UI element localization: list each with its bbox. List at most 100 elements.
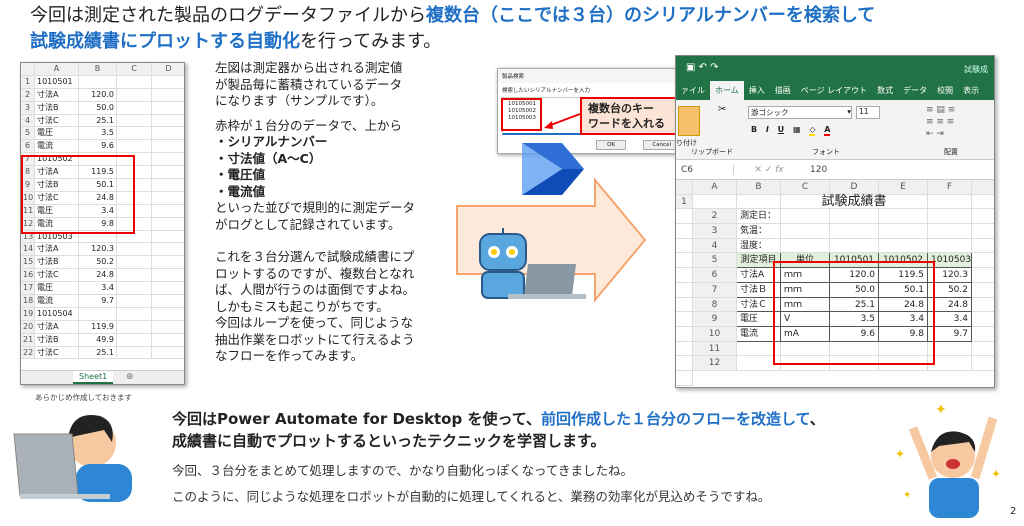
cell[interactable] (676, 312, 693, 327)
row-header[interactable]: 2 (21, 88, 35, 102)
table-cell[interactable]: 24.8 (928, 297, 972, 313)
column-header[interactable]: C (781, 180, 830, 195)
cell[interactable] (152, 179, 184, 192)
row-header[interactable]: 15 (21, 256, 35, 270)
cell[interactable] (79, 307, 117, 321)
cell[interactable]: 電圧 (35, 127, 79, 141)
row-header[interactable]: 5 (21, 127, 35, 141)
cell[interactable]: 3.4 (79, 204, 117, 218)
cell[interactable] (676, 282, 693, 298)
cell[interactable]: 119.5 (79, 166, 117, 180)
cell[interactable] (972, 268, 994, 283)
ok-button[interactable]: OK (596, 140, 626, 150)
cell[interactable]: 120.3 (79, 243, 117, 257)
sheet-tab[interactable]: Sheet1 (73, 371, 114, 384)
table-cell[interactable]: 電流 (737, 326, 781, 342)
cell[interactable] (972, 253, 994, 269)
ribbon-tab[interactable]: 表示 (963, 86, 980, 95)
cell[interactable] (79, 75, 117, 89)
cell[interactable] (152, 89, 184, 102)
cell[interactable] (117, 256, 152, 270)
column-header[interactable]: C (117, 63, 152, 76)
cell[interactable]: 電流 (35, 140, 79, 154)
cell[interactable]: 9.6 (79, 140, 117, 154)
cell[interactable]: 寸法C (35, 346, 79, 360)
cell[interactable] (737, 341, 781, 357)
cell[interactable]: 1010501 (35, 75, 79, 89)
cell[interactable] (676, 326, 693, 342)
cell[interactable] (781, 224, 830, 239)
column-header[interactable]: A (693, 180, 737, 195)
cell[interactable] (781, 341, 830, 357)
cell[interactable] (152, 295, 184, 308)
table-cell[interactable]: 50.0 (830, 282, 879, 298)
row-header[interactable]: 10 (693, 326, 737, 342)
row-header[interactable]: 18 (21, 295, 35, 308)
cell[interactable] (152, 76, 184, 89)
cell[interactable]: 50.1 (79, 179, 117, 192)
cell[interactable] (117, 243, 152, 257)
cell[interactable] (117, 346, 152, 360)
table-cell[interactable]: 3.5 (830, 312, 879, 327)
cell[interactable] (117, 269, 152, 283)
cell[interactable] (928, 356, 972, 371)
cell[interactable] (781, 209, 830, 225)
row-header[interactable]: 16 (21, 269, 35, 283)
cell[interactable] (117, 295, 152, 308)
cell[interactable] (879, 209, 928, 225)
row-header[interactable]: 19 (21, 307, 35, 321)
cell[interactable] (152, 334, 184, 347)
cell[interactable]: 24.8 (79, 269, 117, 283)
cell[interactable]: 3.5 (79, 127, 117, 141)
table-cell[interactable]: mA (781, 326, 830, 342)
cell[interactable]: 寸法B (35, 179, 79, 192)
cell[interactable] (117, 320, 152, 334)
cell[interactable] (972, 224, 994, 239)
cell[interactable]: 50.2 (79, 256, 117, 270)
cell[interactable] (152, 127, 184, 141)
cell[interactable] (676, 253, 693, 269)
cell[interactable] (676, 224, 693, 239)
ribbon-tab[interactable]: 数式 (877, 86, 894, 95)
cell[interactable]: 電圧 (35, 282, 79, 296)
row-header[interactable]: 1 (676, 194, 693, 210)
cell[interactable]: 電圧 (35, 204, 79, 218)
cell[interactable]: 寸法A (35, 243, 79, 257)
cell[interactable]: 120.0 (79, 88, 117, 102)
cell[interactable] (972, 356, 994, 371)
cell[interactable] (781, 238, 830, 254)
cell[interactable]: 寸法C (35, 114, 79, 128)
cell[interactable] (152, 231, 184, 244)
row-header[interactable]: 8 (693, 297, 737, 313)
row-header[interactable]: 21 (21, 333, 35, 347)
cell[interactable]: 9.8 (79, 217, 117, 231)
info-label[interactable]: 測定日： (737, 209, 781, 225)
cell[interactable] (152, 115, 184, 128)
ribbon-tab[interactable]: ページ レイアウト (800, 86, 868, 95)
cell[interactable] (152, 243, 184, 257)
corner-cell[interactable] (21, 63, 35, 76)
table-cell[interactable]: 3.4 (879, 312, 928, 327)
cell[interactable] (152, 153, 184, 167)
column-header[interactable]: B (79, 63, 117, 76)
save-icon[interactable]: ▣ ↶ ↷ (686, 62, 719, 73)
cell[interactable] (152, 140, 184, 154)
table-cell[interactable]: 寸法Ｂ (737, 282, 781, 298)
cell[interactable]: 寸法B (35, 333, 79, 347)
row-header[interactable]: 4 (693, 238, 737, 254)
table-cell[interactable]: 9.7 (928, 326, 972, 342)
cell[interactable] (879, 238, 928, 254)
cell[interactable] (972, 327, 994, 342)
row-header[interactable]: 11 (21, 204, 35, 218)
cell[interactable] (972, 312, 994, 327)
cell[interactable] (928, 238, 972, 254)
table-cell[interactable]: 9.6 (830, 326, 879, 342)
cell[interactable] (830, 224, 879, 239)
table-header-cell[interactable]: 1010502 (879, 253, 928, 269)
cell[interactable] (152, 321, 184, 334)
cell[interactable]: 24.8 (79, 191, 117, 205)
cell[interactable]: 寸法A (35, 166, 79, 180)
row-header[interactable]: 6 (21, 140, 35, 154)
cell[interactable]: 寸法B (35, 256, 79, 270)
cell[interactable]: 寸法B (35, 101, 79, 115)
